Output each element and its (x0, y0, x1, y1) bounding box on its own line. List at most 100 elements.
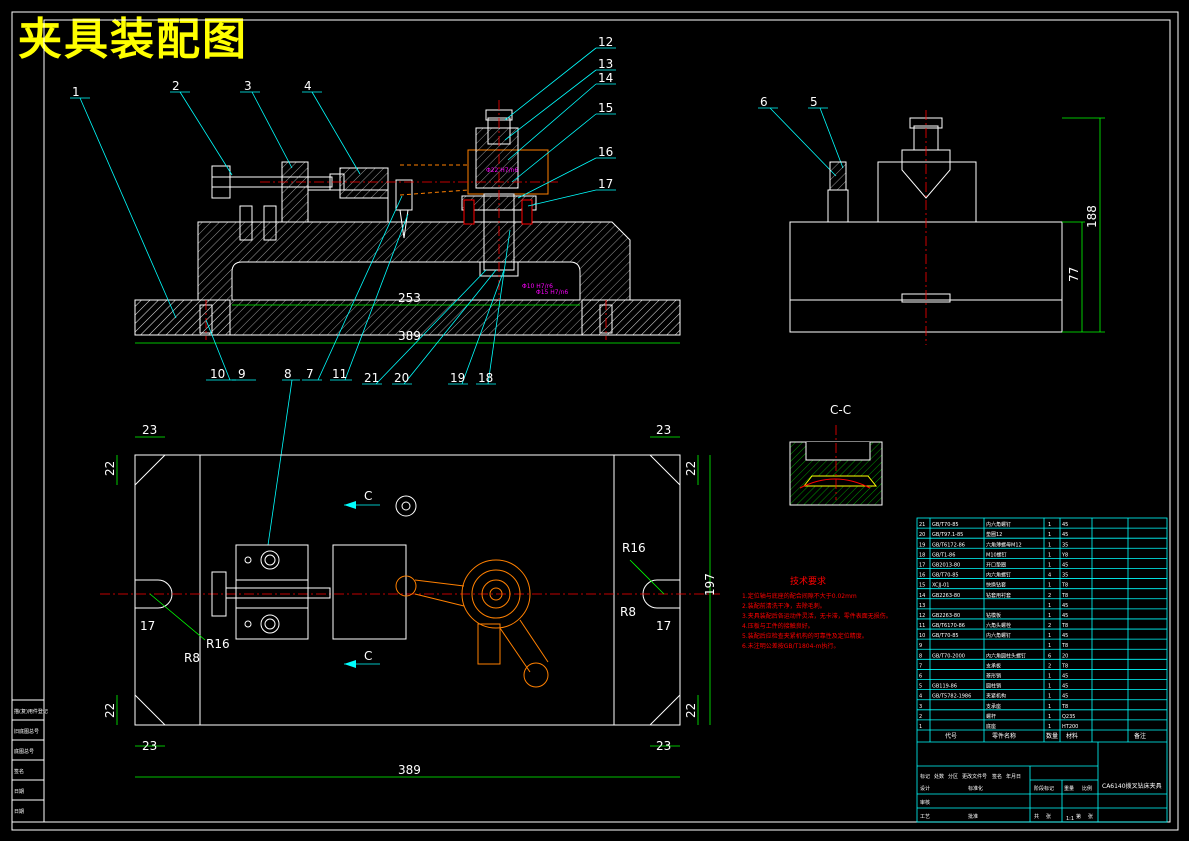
dim-253: 253 (398, 291, 421, 305)
bom-label-date: 年月日 (1006, 773, 1021, 780)
bom-cell: 17 (919, 562, 925, 568)
bom-cell: 圆柱销 (986, 683, 1001, 690)
bom-cell: 1 (1048, 603, 1051, 609)
bom-cell: 内六角螺钉 (986, 521, 1011, 528)
plan-view: C C (100, 454, 720, 726)
bom-cell: 1 (1048, 542, 1051, 548)
tech-req-title: 技术要求 (790, 575, 826, 587)
bom-cell: 6 (919, 674, 922, 680)
inner-border (43, 19, 1171, 823)
balloon-5: 5 (810, 95, 818, 109)
bom-cell: 8 (919, 653, 922, 659)
section-marker-c-top: C (364, 489, 372, 503)
balloon-20: 20 (394, 371, 409, 385)
bom-cell: 9 (919, 643, 922, 649)
bom-cell: 1 (1048, 583, 1051, 589)
bom-cell: 45 (1062, 603, 1068, 609)
bom-cell: 六角薄螺母M12 (986, 541, 1022, 548)
balloon-1: 1 (72, 85, 80, 99)
front-view (134, 100, 681, 340)
balloon-9: 9 (238, 367, 246, 381)
stamp-3: 底图总号 (14, 748, 34, 755)
bom-cell: 1 (1048, 562, 1051, 568)
dim-17-left: 17 (140, 619, 155, 633)
tech-req-line-4: 4.压板与工件的接触良好。 (742, 622, 814, 630)
dim-77: 77 (1067, 267, 1081, 282)
bom-cell: HT200 (1062, 724, 1078, 730)
bom-cell: GB2263-80 (932, 613, 960, 619)
balloon-numbers: 1 2 3 4 5 6 7 8 9 10 11 12 13 14 15 16 1… (72, 35, 818, 385)
bom-drawing-name: CA6140拨叉钻床夹具 (1102, 782, 1162, 790)
bom-cell: XCJJ-01 (932, 583, 950, 589)
balloon-leaders (70, 47, 844, 546)
bom-label-zone: 分区 (948, 773, 958, 780)
balloon-15: 15 (598, 101, 613, 115)
bom-label-sign: 签名 (992, 773, 1002, 780)
bom-cell: 底座 (986, 723, 996, 730)
tech-req-line-1: 1.定位轴与底座的配合间隙不大于0.02mm (742, 592, 857, 600)
bom-cell: 45 (1062, 613, 1068, 619)
bom-label-design: 设计 (920, 785, 930, 792)
bom-cell: GB/T1-86 (932, 552, 955, 558)
bom-cell: 1 (1048, 522, 1051, 528)
bom-cell: 钻模板 (986, 612, 1001, 619)
bom-cell: GB/T97.1-85 (932, 532, 963, 538)
bom-label-standard: 标准化 (968, 785, 983, 792)
bom-header-material: 材料 (1066, 732, 1078, 740)
tech-req-line-3: 3.夹具装配后各运动件灵活，无卡滞，零件表面无损伤。 (742, 612, 892, 620)
bom-cell: 45 (1062, 633, 1068, 639)
bom-label-total: 共 (1034, 813, 1039, 820)
front-dimensions: 253 389 Φ15 H7/n6 Φ10 H7/r6 Φ22 H7/n6 (135, 167, 680, 344)
balloon-8: 8 (284, 367, 292, 381)
tech-req-line-5: 5.装配后应检查夹紧机构的可靠性及定位精度。 (742, 632, 868, 640)
tech-requirements: 技术要求 1.定位轴与底座的配合间隙不大于0.02mm 2.装配前清洗干净，去除… (742, 575, 892, 650)
bom-cell: 1 (1048, 633, 1051, 639)
bom-header-code: 代号 (945, 732, 957, 740)
bom-cell: 45 (1062, 532, 1068, 538)
bom-label-review: 审核 (920, 799, 930, 806)
stamp-1: 描(复)用件登记 (14, 708, 48, 715)
bom-cell: 1 (1048, 643, 1051, 649)
bom-cell: 1 (1048, 694, 1051, 700)
bom-cell: 快换钻套 (986, 582, 1006, 589)
bom-cell: 内六角圆柱头螺钉 (986, 652, 1026, 659)
bom-cell: 11 (919, 623, 925, 629)
dim-r16-right: R16 (622, 541, 646, 555)
bom-cell: 45 (1062, 674, 1068, 680)
bom-cell: GB/T70-85 (932, 573, 959, 579)
bom-cell: 45 (1062, 684, 1068, 690)
bom-cell: 14 (919, 593, 925, 599)
bom-cell: 开口垫圈 (986, 561, 1006, 568)
dim-r16-left: R16 (206, 637, 230, 651)
dim-22-bottom-right: 22 (684, 703, 698, 718)
bom-cell: 16 (919, 573, 925, 579)
bom-cell: 20 (919, 532, 925, 538)
dim-389-front: 389 (398, 329, 421, 343)
outer-border (11, 11, 1179, 831)
bom-scale: 1:1 (1066, 816, 1074, 822)
bom-cell: 内六角螺钉 (986, 572, 1011, 579)
bom-cell: 螺杆 (986, 713, 996, 720)
bom-cell: T8 (1061, 704, 1068, 710)
bom-cell: T8 (1061, 593, 1068, 599)
bom-cell: 1 (1048, 684, 1051, 690)
bom-cell: 10 (919, 633, 925, 639)
bom-cell: 1 (1048, 724, 1051, 730)
balloon-2: 2 (172, 79, 180, 93)
bom-cell: 1 (1048, 714, 1051, 720)
bom-cell: 20 (1062, 653, 1068, 659)
bom-cell: 夹紧机构 (986, 693, 1006, 700)
side-view: 188 77 (789, 110, 1105, 345)
bom-cell: 六角头螺栓 (986, 622, 1011, 629)
bom-cell: 12 (919, 613, 925, 619)
dim-23-top-left: 23 (142, 423, 157, 437)
bom-cell: 菱形销 (986, 673, 1001, 680)
bom-label-no: 第 (1076, 813, 1081, 820)
bom-cell: 1 (1048, 674, 1051, 680)
bom-cell: 内六角螺钉 (986, 632, 1011, 639)
balloon-7: 7 (306, 367, 314, 381)
left-stamp: 描(复)用件登记 旧底图总号 底图总号 签名 日期 日期 (11, 699, 48, 823)
bom-cell: 15 (919, 583, 925, 589)
bom-label-weight: 重量 (1064, 785, 1074, 792)
bom-cell: T8 (1061, 623, 1068, 629)
